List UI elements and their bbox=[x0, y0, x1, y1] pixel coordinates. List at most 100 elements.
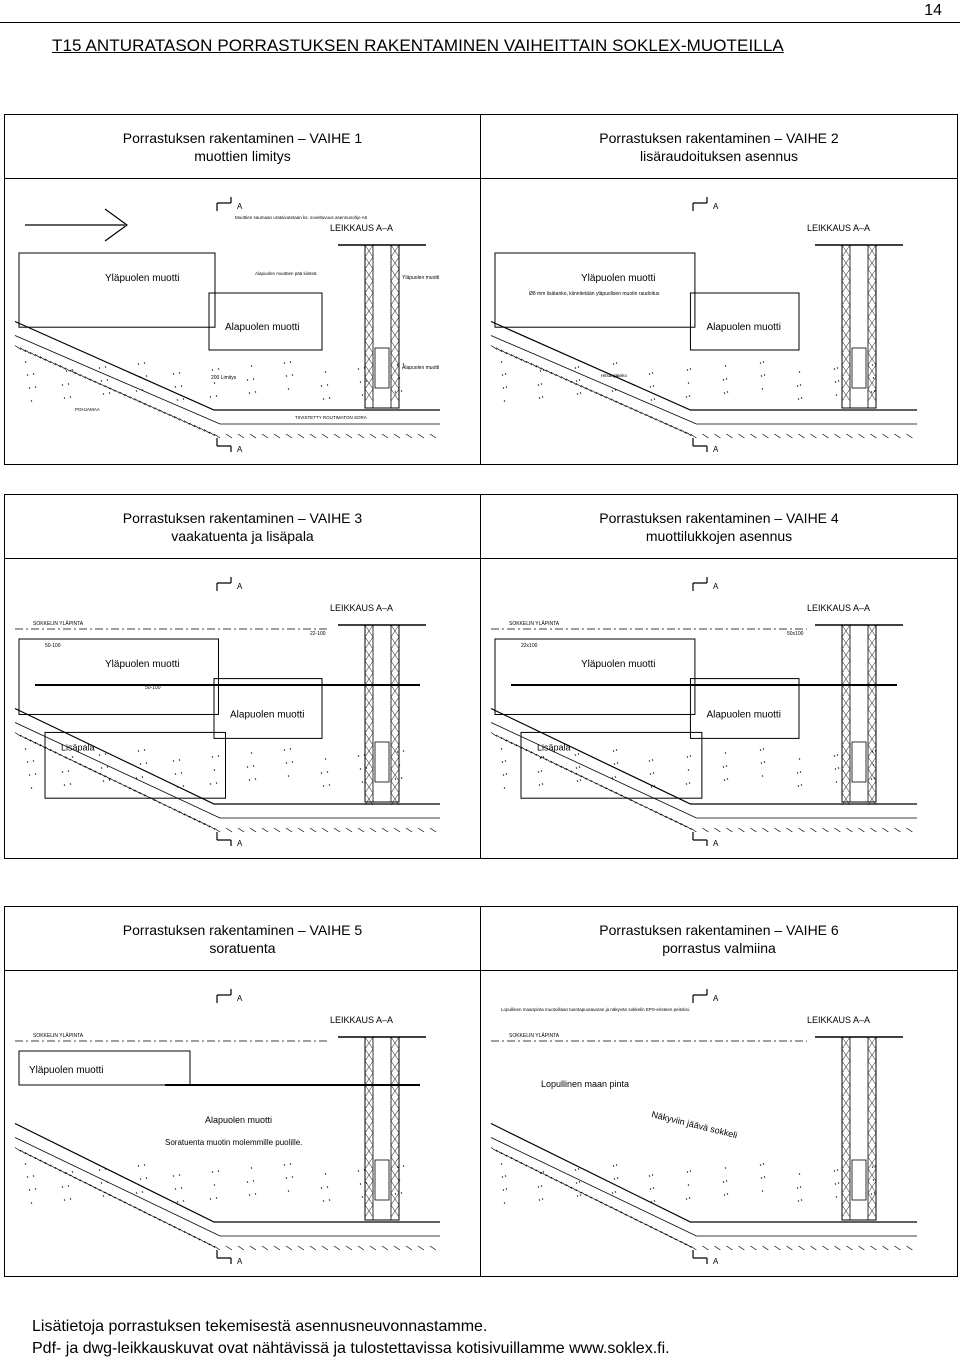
soil-label: POHJAMAA bbox=[75, 407, 100, 412]
upper-form-label: Yläpuolen muotti bbox=[29, 1065, 104, 1076]
phase-1-caption: Porrastuksen rakentaminen – VAIHE 1 muott… bbox=[5, 129, 480, 165]
lower-form bbox=[689, 678, 800, 739]
section-mark bbox=[692, 197, 708, 211]
section-title: LEIKKAUS A–A bbox=[807, 1015, 870, 1025]
phase-1-drawing: A A LEIKKAUS A–A Yläpuolen muottiAlapuolen … bbox=[14, 197, 440, 454]
section-label: A bbox=[713, 202, 719, 211]
section-mark bbox=[216, 197, 232, 211]
gravel-line bbox=[14, 1137, 440, 1237]
upper-form-label: Yläpuolen muotti bbox=[105, 273, 180, 284]
upper-form bbox=[494, 638, 696, 715]
column-bracing bbox=[364, 624, 400, 806]
phase-subheading: soratuenta bbox=[209, 940, 276, 956]
phase-3-panel: Porrastuksen rakentaminen – VAIHE 3 vaaka… bbox=[4, 494, 481, 859]
section-label: A bbox=[713, 994, 719, 1003]
phase-heading: Porrastuksen rakentaminen – VAIHE 5 bbox=[122, 922, 363, 938]
phase-5-caption: Porrastuksen rakentaminen – VAIHE 5 sorat… bbox=[5, 921, 480, 957]
page-title: T15 ANTURATASON PORRASTUKSEN RAKENTAMINE… bbox=[52, 36, 784, 55]
phase-subheading: vaakatuenta ja lisäpala bbox=[171, 528, 314, 544]
phase-subheading: muottien limitys bbox=[194, 148, 291, 164]
gravel-line bbox=[490, 1137, 917, 1237]
soil-dots bbox=[24, 361, 405, 402]
section-label: A bbox=[237, 582, 243, 591]
upper-form bbox=[18, 1050, 191, 1086]
overlap-label: 200 Limitys bbox=[211, 375, 237, 381]
lower-form bbox=[213, 678, 323, 739]
ground-line bbox=[490, 707, 917, 805]
rebar-note: Ø8 mm lisätanko, kiinnitetään yläpuolise… bbox=[529, 291, 660, 297]
section-label: A bbox=[237, 1257, 243, 1266]
dimension-2: 22-100 bbox=[310, 631, 326, 637]
sokkeli-label: SOKKELIN YLÄPINTA bbox=[33, 1032, 84, 1039]
soil-hatch bbox=[14, 1147, 437, 1251]
phase-heading: Porrastuksen rakentaminen – VAIHE 6 bbox=[599, 922, 839, 938]
section-title: LEIKKAUS A–A bbox=[807, 223, 870, 233]
weld-note: Hitsaustanko bbox=[601, 373, 628, 378]
section-label: A bbox=[713, 582, 719, 591]
lower-form-label: Alapuolen muotti bbox=[205, 1115, 272, 1125]
lower-form bbox=[689, 292, 800, 351]
phase-grid: Porrastuksen rakentaminen – VAIHE 1 muott… bbox=[4, 114, 958, 1277]
section-label: A bbox=[713, 445, 719, 454]
note-seam: Muottien saumaan urataivutetaan ks. sove… bbox=[235, 215, 368, 220]
section-label: A bbox=[237, 202, 243, 211]
phase-heading: Porrastuksen rakentaminen – VAIHE 4 bbox=[599, 510, 839, 526]
footer-line-1: Lisätietoja porrastuksen tekemisestä ase… bbox=[32, 1318, 488, 1335]
phase-heading: Porrastuksen rakentaminen – VAIHE 1 bbox=[122, 130, 363, 146]
section-mark bbox=[216, 438, 232, 452]
gravel-line bbox=[14, 722, 440, 819]
soil-hatch bbox=[14, 732, 437, 833]
gravel-line bbox=[490, 335, 917, 425]
gravel-line bbox=[14, 335, 440, 425]
section-mark bbox=[216, 832, 232, 846]
phase-1-svg: A A LEIKKAUS A–A Yläpuolen muottiAlapuolen … bbox=[14, 197, 440, 454]
lower-form bbox=[208, 292, 323, 351]
soil-hatch bbox=[14, 345, 437, 439]
visible-plinth-label: Näkyviin jäävä sokkeli bbox=[651, 1109, 739, 1140]
ground-line bbox=[14, 1122, 440, 1223]
phase-heading: Porrastuksen rakentaminen – VAIHE 3 bbox=[122, 510, 363, 526]
section-title: LEIKKAUS A–A bbox=[330, 223, 393, 233]
section-mark bbox=[692, 989, 708, 1003]
phase-subheading: lisäraudoituksen asennus bbox=[640, 148, 798, 164]
dimension-2: 50x100 bbox=[787, 631, 804, 637]
sokkeli-label: SOKKELIN YLÄPINTA bbox=[509, 620, 560, 627]
dimension-3: 50-100 bbox=[145, 685, 161, 691]
extra-piece-label: Lisäpala bbox=[537, 742, 571, 752]
soil-dots bbox=[500, 748, 877, 789]
direction-arrow bbox=[25, 208, 129, 242]
section-label: A bbox=[237, 445, 243, 454]
section-label: A bbox=[713, 839, 719, 848]
upper-form-label: Yläpuolen muotti bbox=[581, 659, 656, 670]
section-mark bbox=[692, 577, 708, 591]
sokkeli-label: SOKKELIN YLÄPINTA bbox=[509, 1032, 560, 1039]
lower-form-label: Alapuolen muotti bbox=[225, 322, 300, 333]
soil-dots bbox=[500, 361, 877, 402]
extra-piece-label: Lisäpala bbox=[61, 742, 95, 752]
dimension-1: 50-100 bbox=[45, 643, 61, 649]
column-bracing bbox=[364, 244, 400, 402]
section-title: LEIKKAUS A–A bbox=[330, 603, 393, 613]
soil-hatch bbox=[490, 732, 913, 833]
sokkeli-label: SOKKELIN YLÄPINTA bbox=[33, 620, 84, 627]
soil-dots bbox=[500, 1163, 877, 1204]
soil-hatch bbox=[490, 345, 913, 439]
footer-line-2: Pdf- ja dwg-leikkauskuvat ovat nähtäviss… bbox=[32, 1340, 670, 1357]
ground-line bbox=[14, 707, 440, 805]
lower-form-label: Alapuolen muotti bbox=[230, 709, 305, 720]
extra-piece bbox=[44, 731, 226, 799]
form-column bbox=[841, 244, 877, 409]
